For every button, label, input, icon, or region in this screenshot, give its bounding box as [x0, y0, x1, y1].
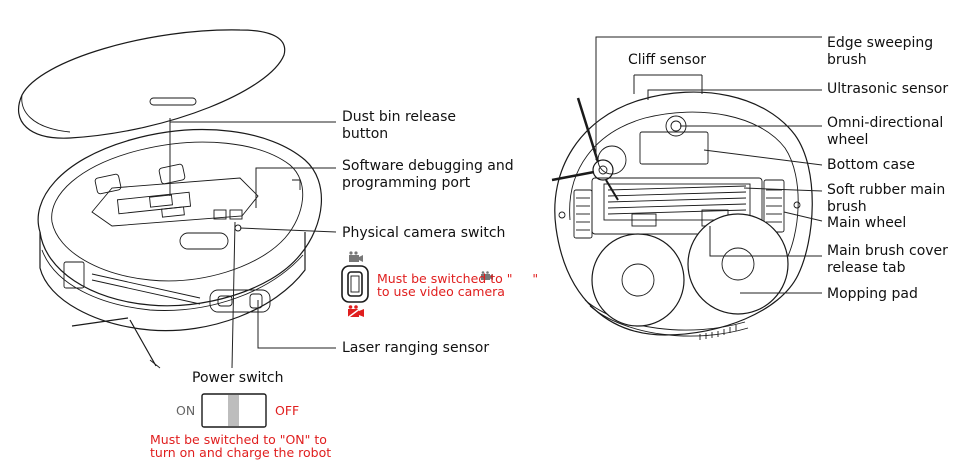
edge-brush-label: Edge sweeping brush	[827, 35, 934, 68]
robot-lid	[17, 29, 286, 139]
camera-switch-note: Must be switched to " " to use video cam…	[377, 271, 539, 299]
power-off-label: OFF	[275, 403, 300, 418]
power-switch-label: Power switch	[192, 370, 284, 386]
camera-icon	[349, 251, 363, 262]
right-leader-lines	[595, 36, 823, 294]
power-switch-illustration	[201, 393, 267, 428]
robot-bottom-body	[551, 91, 813, 340]
rubber-brush-label: Soft rubber main brush	[827, 182, 946, 215]
dust-bin-release-label: Dust bin release button	[342, 109, 457, 142]
laser-ranging-label: Laser ranging sensor	[342, 340, 490, 356]
left-leader-lines	[169, 118, 337, 369]
software-port-label: Software debugging and programming port	[342, 158, 514, 191]
camera-off-icon	[345, 304, 366, 320]
camera-switch-illustration	[341, 265, 369, 303]
brush-cover-tab-label: Main brush cover release tab	[827, 243, 948, 276]
bottom-case-label: Bottom case	[827, 157, 915, 173]
omni-wheel-label: Omni-directional wheel	[827, 115, 944, 148]
main-wheel-label: Main wheel	[827, 215, 907, 231]
power-on-label: ON	[176, 403, 196, 418]
robot-top-body	[37, 128, 323, 369]
note-camera-icon	[481, 271, 493, 280]
mopping-pad-label: Mopping pad	[827, 286, 918, 302]
camera-switch-label: Physical camera switch	[342, 225, 506, 241]
cliff-sensor-label: Cliff sensor	[628, 52, 707, 68]
power-switch-note: Must be switched to "ON" to turn on and …	[150, 432, 332, 460]
ultrasonic-sensor-label: Ultrasonic sensor	[827, 81, 949, 97]
